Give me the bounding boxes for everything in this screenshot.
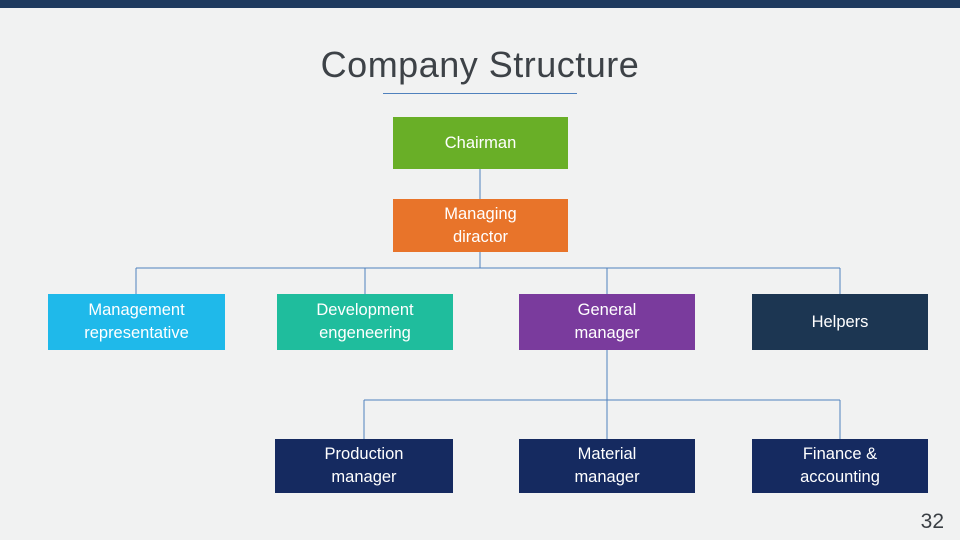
top-accent-bar — [0, 0, 960, 8]
org-node-production-manager: Production manager — [275, 439, 453, 493]
page-number: 32 — [920, 510, 944, 533]
org-node-development-engineering: Development engeneering — [277, 294, 453, 350]
org-node-chairman: Chairman — [393, 117, 568, 169]
title-underline — [383, 93, 577, 94]
org-node-finance-accounting: Finance & accounting — [752, 439, 928, 493]
org-node-management-representative: Management representative — [48, 294, 225, 350]
org-node-material-manager: Material manager — [519, 439, 695, 493]
slide-title: Company Structure — [320, 44, 640, 85]
org-node-helpers: Helpers — [752, 294, 928, 350]
org-node-general-manager: General manager — [519, 294, 695, 350]
org-node-managing-director: Managing diractor — [393, 199, 568, 252]
